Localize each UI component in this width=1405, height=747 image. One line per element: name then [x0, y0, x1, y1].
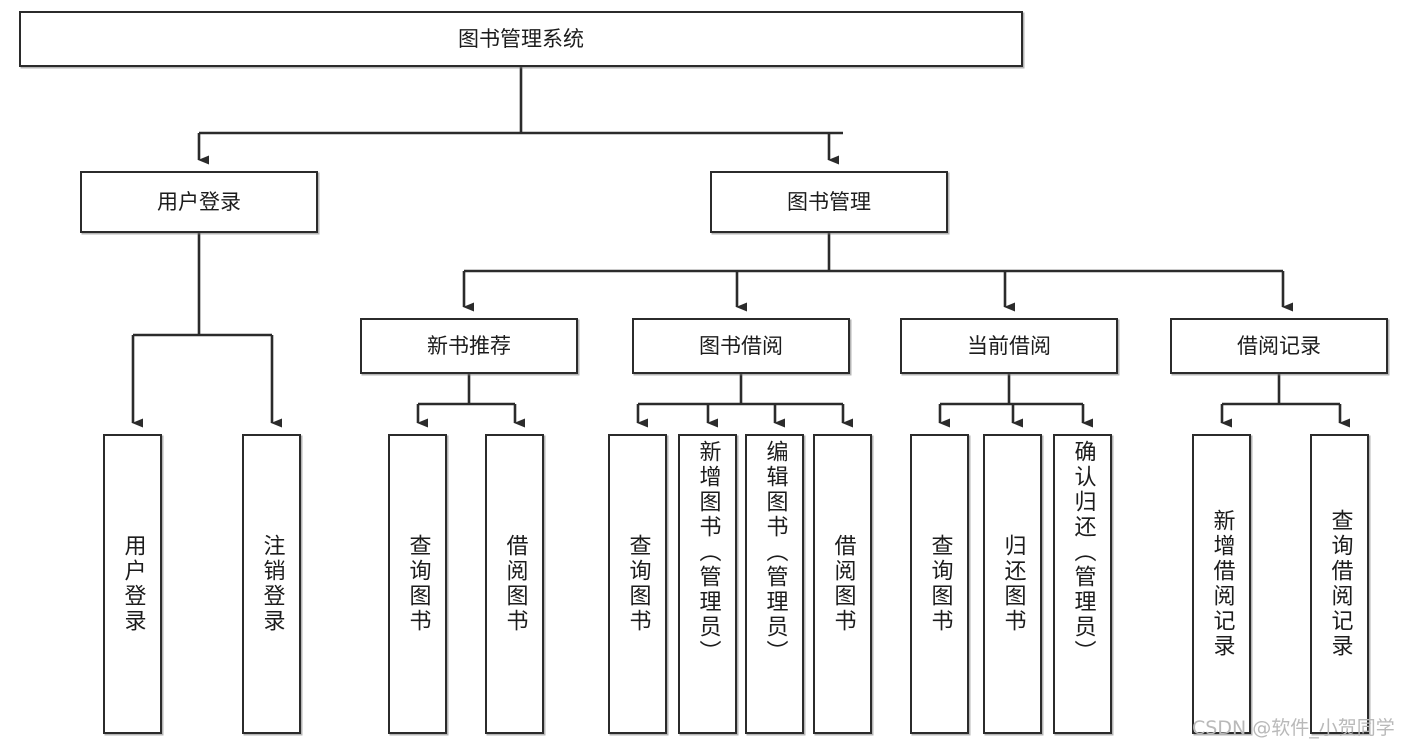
leaf-user-login-label: 用户登录	[120, 534, 146, 634]
node-user-login[interactable]: 用户登录	[80, 171, 318, 233]
leaf-query-book-1-label: 查询图书	[405, 534, 431, 634]
node-root[interactable]: 图书管理系统	[19, 11, 1023, 67]
edges-borrowrecord-to-leaves	[1220, 374, 1350, 428]
leaf-edit-book[interactable]: 编辑图书（管理员）	[745, 434, 804, 734]
leaf-add-book-label: 新增图书（管理员）	[695, 440, 721, 665]
node-user-login-label: 用户登录	[157, 189, 241, 214]
edges-userlogin-to-leaves	[131, 233, 282, 428]
leaf-query-record[interactable]: 查询借阅记录	[1310, 434, 1369, 734]
node-borrow-record[interactable]: 借阅记录	[1170, 318, 1388, 374]
leaf-logout[interactable]: 注销登录	[242, 434, 301, 734]
leaf-query-book-3[interactable]: 查询图书	[910, 434, 969, 734]
leaf-query-book-1[interactable]: 查询图书	[388, 434, 447, 734]
edges-bookborrow-to-leaves	[636, 374, 853, 428]
node-root-label: 图书管理系统	[458, 26, 584, 51]
node-current-borrow-label: 当前借阅	[967, 333, 1051, 358]
node-borrow-record-label: 借阅记录	[1237, 333, 1321, 358]
leaf-confirm-return[interactable]: 确认归还（管理员）	[1053, 434, 1112, 734]
leaf-query-record-label: 查询借阅记录	[1327, 509, 1353, 659]
node-book-borrow-label: 图书借阅	[699, 333, 783, 358]
leaf-user-login[interactable]: 用户登录	[103, 434, 162, 734]
leaf-return-book-label: 归还图书	[1000, 534, 1026, 634]
leaf-add-record[interactable]: 新增借阅记录	[1192, 434, 1251, 734]
leaf-edit-book-label: 编辑图书（管理员）	[762, 440, 788, 665]
node-current-borrow[interactable]: 当前借阅	[900, 318, 1118, 374]
edges-currentborrow-to-leaves	[938, 374, 1093, 428]
leaf-add-record-label: 新增借阅记录	[1209, 509, 1235, 659]
leaf-query-book-2-label: 查询图书	[625, 534, 651, 634]
node-new-book-recommend[interactable]: 新书推荐	[360, 318, 578, 374]
leaf-logout-label: 注销登录	[259, 534, 285, 634]
node-new-book-recommend-label: 新书推荐	[427, 333, 511, 358]
edges-root-to-level2	[197, 67, 843, 165]
leaf-borrow-book-1-label: 借阅图书	[502, 534, 528, 634]
node-book-manage-label: 图书管理	[787, 189, 871, 214]
csdn-watermark: CSDN @软件_小贺同学	[1192, 717, 1395, 739]
node-book-manage[interactable]: 图书管理	[710, 171, 948, 233]
edges-newbook-to-leaves	[416, 374, 525, 428]
leaf-borrow-book-2[interactable]: 借阅图书	[813, 434, 872, 734]
edges-bookmanage-to-level3	[462, 233, 1293, 312]
leaf-query-book-2[interactable]: 查询图书	[608, 434, 667, 734]
leaf-query-book-3-label: 查询图书	[927, 534, 953, 634]
node-book-borrow[interactable]: 图书借阅	[632, 318, 850, 374]
leaf-add-book[interactable]: 新增图书（管理员）	[678, 434, 737, 734]
leaf-confirm-return-label: 确认归还（管理员）	[1070, 440, 1096, 665]
leaf-borrow-book-2-label: 借阅图书	[830, 534, 856, 634]
leaf-borrow-book-1[interactable]: 借阅图书	[485, 434, 544, 734]
leaf-return-book[interactable]: 归还图书	[983, 434, 1042, 734]
